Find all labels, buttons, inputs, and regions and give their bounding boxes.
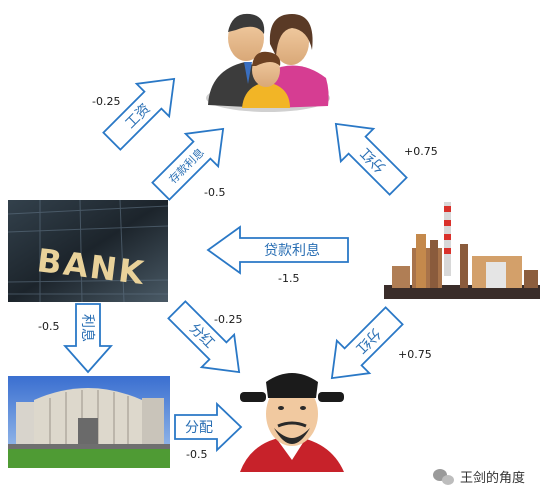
factory-node [384,202,540,300]
watermark: 王剑的角度 [433,469,525,486]
household-node [206,13,330,112]
bank-dividend-emperor-arrow: 分红 [167,300,241,374]
interest-arrow: 利息 [63,303,113,374]
distribution-label: 分配 [185,420,213,436]
firm-dividend-household-value: +0.75 [404,145,438,158]
watermark-text: 王剑的角度 [460,470,525,486]
distribution-value: -0.5 [186,448,207,461]
bank-node: BANK [7,199,169,303]
bank-dividend-emperor-value: -0.25 [214,313,242,326]
deposit-interest-value: -0.5 [204,186,225,199]
firm-dividend-emperor-value: +0.75 [398,348,432,361]
interest-value: -0.5 [38,320,59,333]
distribution-arrow: 分配 [174,401,243,453]
firm-dividend-household-arrow: 分红 [334,122,408,196]
loan-interest-arrow: 贷款利息 [206,225,349,275]
loan-interest-value: -1.5 [278,272,299,285]
firm-dividend-emperor-arrow: 分红 [330,306,404,380]
interest-label: 利息 [79,314,96,342]
emperor-node [240,373,344,472]
central-bank-node [8,376,170,468]
wages-value: -0.25 [92,95,120,108]
wechat-icon [433,469,454,485]
wages-arrow: 工资 [102,77,176,151]
loan-interest-label: 贷款利息 [264,242,320,259]
